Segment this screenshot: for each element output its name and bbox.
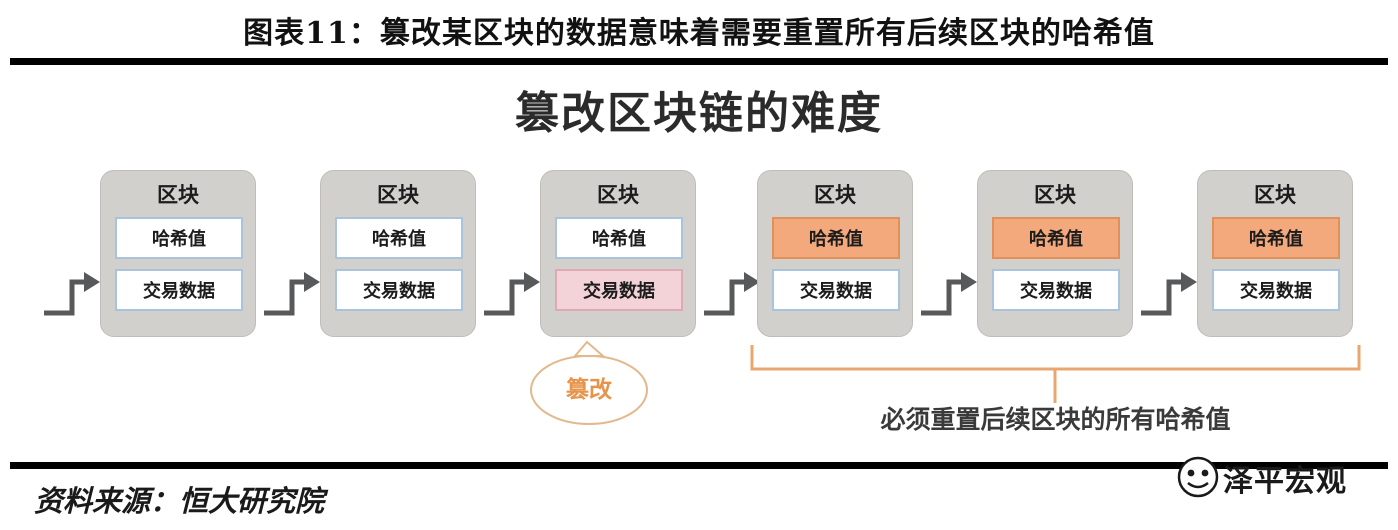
block-4-hash-cell-alert[interactable]: 哈希值 <box>772 217 900 259</box>
block-6[interactable]: 区块 哈希值 交易数据 <box>1197 170 1353 337</box>
chain-arrow-icon <box>921 272 977 316</box>
smiley-face-icon <box>1177 456 1219 498</box>
chain-arrow-icon <box>264 272 320 316</box>
block-1-data-cell[interactable]: 交易数据 <box>115 269 243 311</box>
block-4-title: 区块 <box>814 183 856 207</box>
block-2[interactable]: 区块 哈希值 交易数据 <box>320 170 476 337</box>
block-3[interactable]: 区块 哈希值 交易数据 <box>540 170 696 337</box>
blockchain-diagram: 篡改区块链的难度 区块 哈希值 交易数据 区块 哈希值 交易数据 <box>0 65 1398 460</box>
bracket-icon <box>750 345 1361 403</box>
bracket-note-label: 必须重置后续区块的所有哈希值 <box>880 405 1231 434</box>
chain-arrow-icon <box>1141 272 1197 316</box>
chain-arrow-icon <box>484 272 540 316</box>
block-5-hash-cell-alert[interactable]: 哈希值 <box>992 217 1120 259</box>
block-2-hash-cell[interactable]: 哈希值 <box>335 217 463 259</box>
block-6-data-cell[interactable]: 交易数据 <box>1212 269 1340 311</box>
block-2-title: 区块 <box>377 183 419 207</box>
diagram-title: 篡改区块链的难度 <box>515 88 883 139</box>
tamper-callout-label: 篡改 <box>566 377 612 403</box>
page-title: 图表11：篡改某区块的数据意味着需要重置所有后续区块的哈希值 <box>243 16 1155 51</box>
block-5-title: 区块 <box>1034 183 1076 207</box>
block-3-hash-cell[interactable]: 哈希值 <box>555 217 683 259</box>
block-4-data-cell[interactable]: 交易数据 <box>772 269 900 311</box>
block-6-title: 区块 <box>1254 183 1296 207</box>
source-label: 资料来源：恒大研究院 <box>34 484 325 518</box>
block-1[interactable]: 区块 哈希值 交易数据 <box>100 170 256 337</box>
chain-arrow-icon <box>44 272 100 316</box>
affected-range-bracket <box>748 343 1363 409</box>
watermark-label: 泽平宏观 <box>1223 464 1347 499</box>
chain-arrow-icon <box>704 272 760 316</box>
block-3-data-cell-tampered[interactable]: 交易数据 <box>555 269 683 311</box>
tamper-callout: 篡改 <box>525 340 653 428</box>
block-5[interactable]: 区块 哈希值 交易数据 <box>977 170 1133 337</box>
block-5-data-cell[interactable]: 交易数据 <box>992 269 1120 311</box>
speech-bubble-icon <box>530 340 648 425</box>
block-1-title: 区块 <box>157 183 199 207</box>
block-4[interactable]: 区块 哈希值 交易数据 <box>757 170 913 337</box>
block-1-hash-cell[interactable]: 哈希值 <box>115 217 243 259</box>
block-2-data-cell[interactable]: 交易数据 <box>335 269 463 311</box>
top-divider <box>10 58 1388 65</box>
bottom-divider <box>10 462 1388 469</box>
block-6-hash-cell-alert[interactable]: 哈希值 <box>1212 217 1340 259</box>
block-3-title: 区块 <box>597 183 639 207</box>
watermark: 泽平宏观 <box>1175 452 1380 502</box>
